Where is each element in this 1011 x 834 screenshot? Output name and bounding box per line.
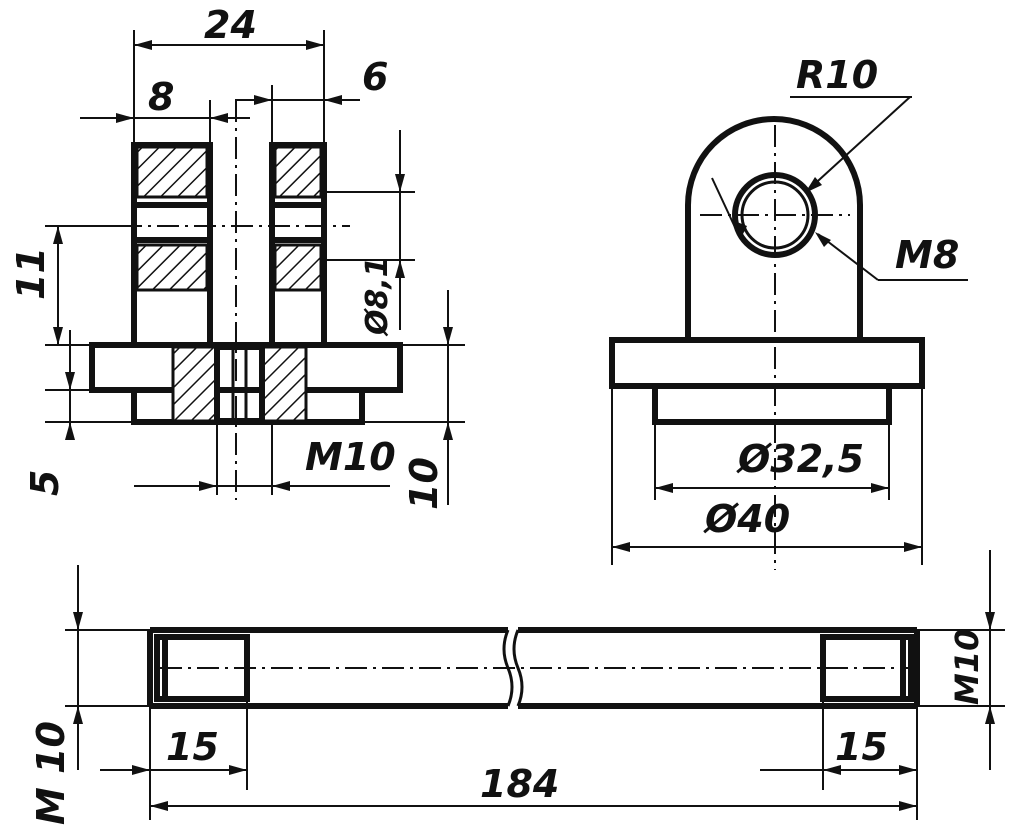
dim-rod-m10-right-label: M10 — [948, 629, 986, 705]
left-lug-hatch-top — [135, 145, 209, 199]
dim-rod-15-right-label: 15 — [835, 725, 888, 769]
dim-m10-left-label: M10 — [305, 435, 396, 479]
base-hatch-left — [171, 345, 219, 423]
dim-5-label: 5 — [23, 470, 67, 496]
dim-6-label: 6 — [362, 55, 388, 99]
center-hole — [214, 344, 265, 424]
side-base-boss — [652, 383, 892, 425]
rod-right-thread — [820, 634, 914, 702]
right-lug-hatch-mid — [273, 243, 323, 292]
base-boss — [131, 387, 365, 425]
lug-outline — [685, 116, 863, 340]
right-side-view: R10 M8 Ø32,5 Ø40 — [609, 53, 968, 570]
dim-40-label: Ø40 — [703, 497, 790, 541]
left-lug — [131, 142, 213, 348]
left-lug-hatch-mid — [135, 243, 209, 292]
dim-hole-8-1-label: Ø8,1 — [360, 256, 395, 337]
dim-rod-15-left-label: 15 — [166, 725, 219, 769]
dim-m8-label: M8 — [895, 233, 959, 277]
rod-right-segment — [518, 627, 920, 709]
right-lug — [269, 142, 327, 348]
dim-r10-label: R10 — [796, 53, 878, 97]
dim-8-label: 8 — [148, 75, 174, 119]
side-base-plate — [609, 337, 925, 389]
dim-11-label: 11 — [9, 247, 53, 300]
right-lug-hatch-top — [273, 145, 323, 199]
dim-32-5-label: Ø32,5 — [736, 437, 864, 481]
threaded-rod-view: M 10 M10 15 15 184 — [29, 550, 1005, 825]
dim-rod-m10-left-label: M 10 — [29, 721, 73, 825]
dim-rod-184-label: 184 — [480, 762, 559, 806]
rod-left-segment — [147, 627, 508, 709]
left-section-view: 24 8 6 11 5 10 Ø8,1 M10 — [9, 3, 465, 510]
base-hatch-right — [260, 345, 308, 423]
dim-10-label: 10 — [402, 457, 446, 510]
dim-24-label: 24 — [204, 3, 257, 47]
